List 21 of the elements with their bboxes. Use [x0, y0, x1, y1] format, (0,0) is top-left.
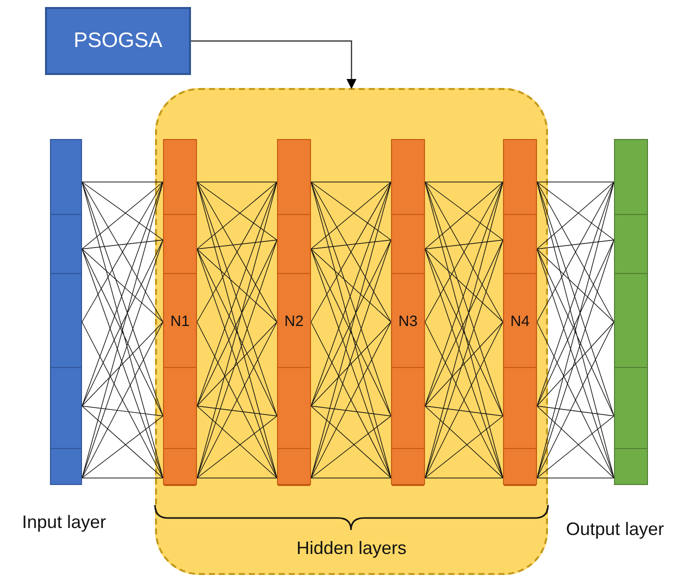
connection-lines: [424, 182, 504, 478]
layer-bar: [614, 139, 648, 485]
layer-bar: [50, 139, 82, 485]
layer-bar: [391, 139, 425, 485]
connection-lines: [82, 182, 164, 478]
connection-lines: [196, 182, 278, 478]
hidden-layers-region: [155, 88, 548, 575]
neuron-label: N4: [510, 313, 530, 330]
group-label: Hidden layers: [296, 538, 407, 559]
neuron-label: N2: [284, 313, 304, 330]
neuron-label: N1: [170, 313, 190, 330]
arrow: [191, 40, 356, 89]
connection-lines: [536, 182, 614, 478]
process-box: PSOGSA: [45, 7, 191, 75]
neuron-label: N3: [398, 313, 418, 330]
layer-caption: Output layer: [564, 519, 666, 540]
layer-caption: Input layer: [20, 512, 108, 533]
layer-bar: [503, 139, 537, 485]
connection-lines: [310, 182, 392, 478]
layer-bar: [277, 139, 311, 485]
layer-bar: [163, 139, 197, 485]
